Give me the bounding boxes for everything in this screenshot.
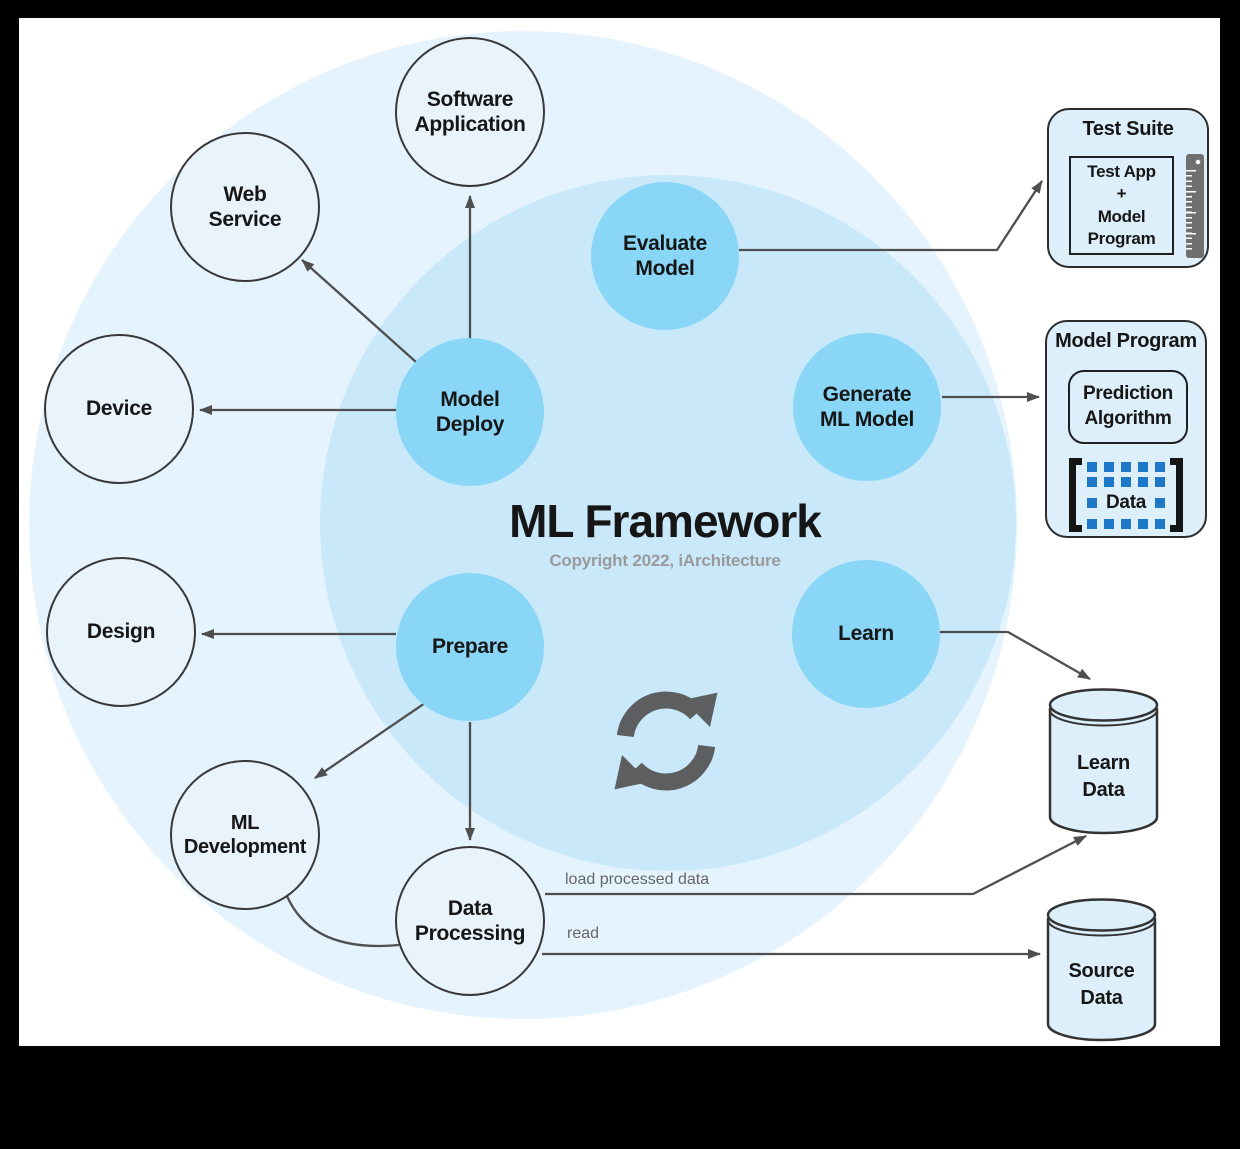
node-device: Device (44, 334, 194, 484)
cylinder-label: Source Data (1045, 958, 1158, 1012)
node-learn: Learn (792, 560, 940, 708)
node-ml-development: ML Development (170, 760, 320, 910)
node-label: Evaluate (623, 231, 707, 255)
node-web-service: Web Service (170, 132, 320, 282)
node-evaluate-model: Evaluate Model (591, 182, 739, 330)
box-label: Model (1097, 206, 1146, 226)
node-label: Service (208, 208, 282, 231)
cylinder-label-line: Source (1068, 960, 1135, 983)
node-design: Design (46, 557, 196, 707)
ruler-icon (1186, 154, 1204, 258)
node-software-application: Software Application (395, 37, 545, 187)
node-label: Development (183, 836, 307, 858)
data-matrix: Data (1047, 456, 1205, 534)
node-label: Model (635, 257, 695, 280)
cylinder-label: Learn Data (1047, 750, 1160, 804)
node-label: Model (440, 387, 500, 411)
node-label: ML (230, 812, 260, 834)
node-label: Design (86, 620, 156, 644)
edge-label-load-processed-data: load processed data (565, 871, 710, 888)
right-bracket-icon (1169, 458, 1183, 532)
diagram-title: ML Framework (509, 495, 822, 547)
cylinder-label-line: Learn (1077, 751, 1130, 774)
cylinder-label-line: Data (1082, 778, 1125, 801)
box-label: Program (1087, 228, 1156, 248)
test-app-model-program-box: Test App + Model Program (1069, 156, 1174, 255)
title-block: ML Framework Copyright 2022, iArchitectu… (415, 494, 915, 571)
test-suite-panel: Test Suite Test App + Model Program (1047, 108, 1209, 268)
cylinder-label-line: Data (1080, 987, 1123, 1010)
test-suite-title: Test Suite (1082, 118, 1174, 140)
node-label: Data (447, 896, 493, 920)
node-label: ML Model (819, 408, 915, 431)
copyright-text: Copyright 2022, iArchitecture (549, 551, 781, 570)
node-generate-ml-model: Generate ML Model (793, 333, 941, 481)
model-program-panel: Model Program Prediction Algorithm Data (1045, 320, 1207, 538)
prediction-algorithm-box: Prediction Algorithm (1068, 370, 1188, 444)
node-label: Learn (838, 622, 894, 646)
learn-data-cylinder: Learn Data (1047, 688, 1160, 835)
source-data-cylinder: Source Data (1045, 898, 1158, 1042)
node-data-processing: Data Processing (395, 846, 545, 996)
node-label: Deploy (435, 413, 505, 436)
node-label: Processing (414, 922, 526, 945)
model-program-title: Model Program (1055, 330, 1197, 352)
data-squares-grid: Data (1087, 461, 1165, 529)
node-label: Application (414, 113, 526, 136)
edge-label-read: read (567, 925, 600, 942)
refresh-icon (596, 676, 736, 811)
data-word: Data (1106, 491, 1146, 513)
box-label: + (1116, 184, 1127, 204)
left-bracket-icon (1069, 458, 1082, 532)
node-label: Generate (822, 382, 912, 406)
node-model-deploy: Model Deploy (396, 338, 544, 486)
node-label: Prepare (431, 635, 509, 659)
box-label: Algorithm (1084, 408, 1172, 429)
node-label: Device (86, 397, 152, 421)
node-label: Web (223, 182, 267, 206)
box-label: Prediction (1083, 383, 1173, 405)
box-label: Test App (1087, 162, 1156, 182)
node-prepare: Prepare (396, 573, 544, 721)
node-label: Software (426, 87, 514, 111)
